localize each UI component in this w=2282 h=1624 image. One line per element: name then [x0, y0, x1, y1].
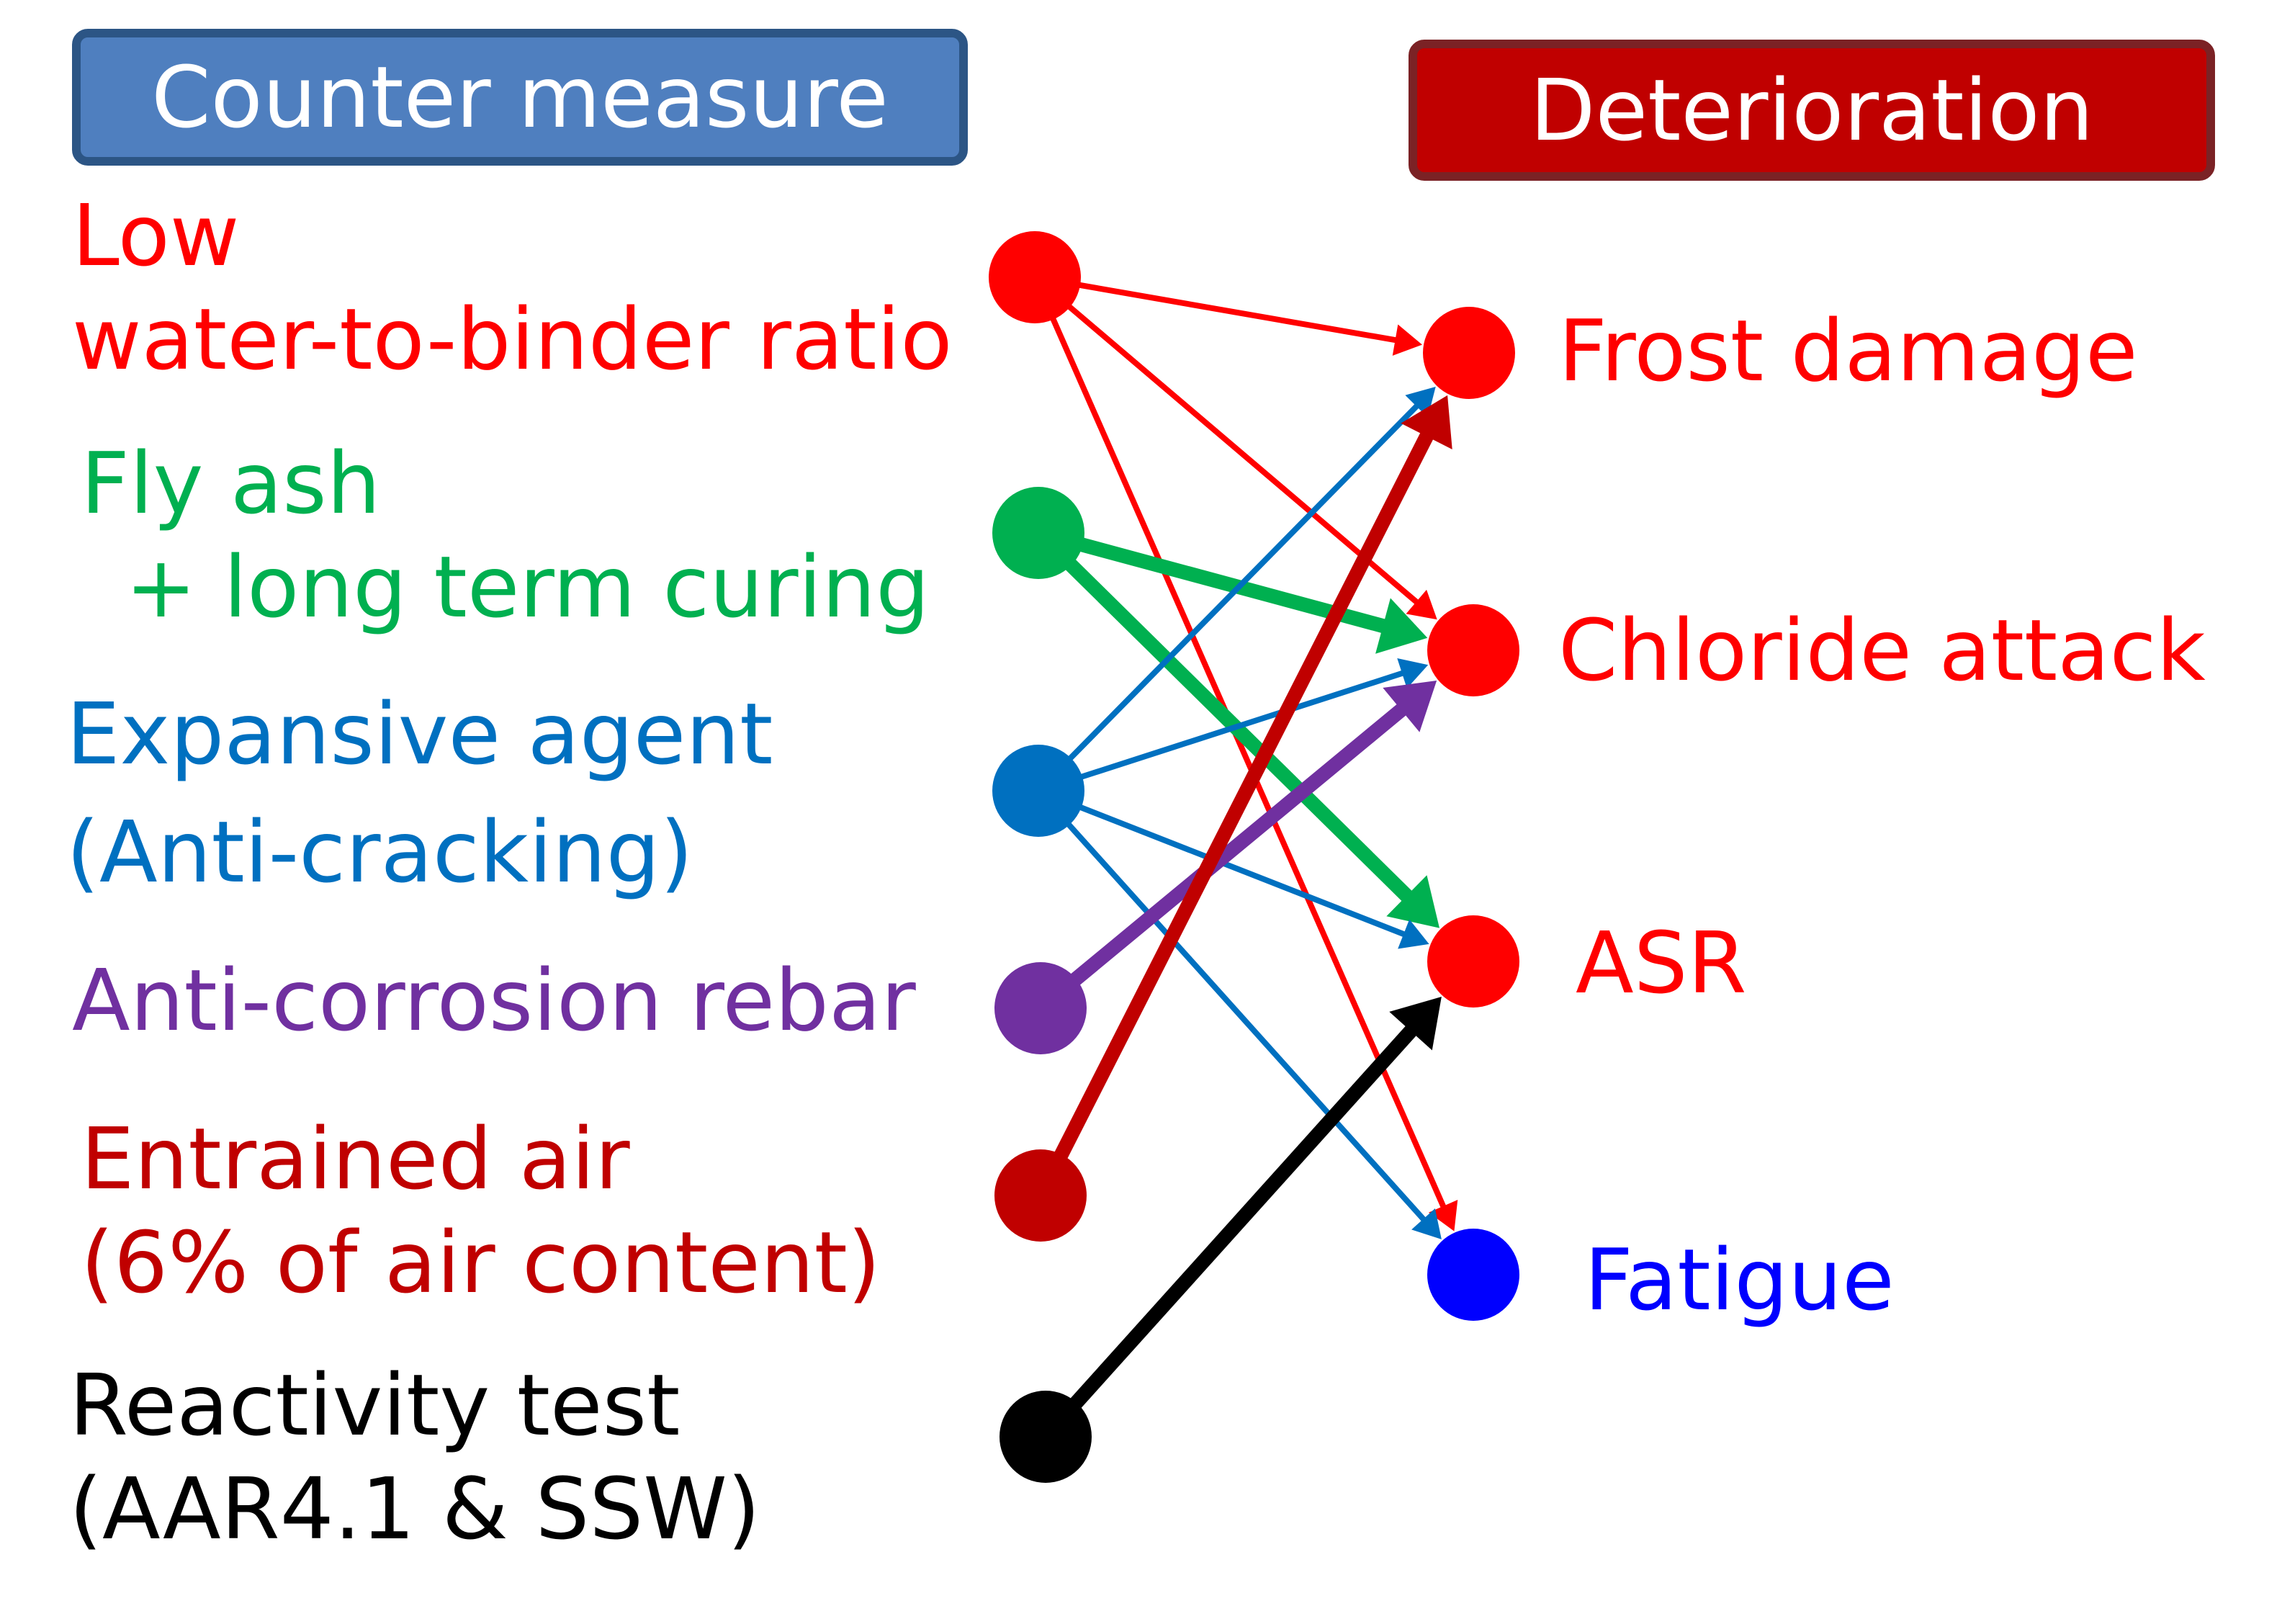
link-line — [1036, 402, 1421, 793]
countermeasure-label-entrained-air: Entrained air (6% of air content) — [81, 1116, 881, 1305]
link-reactivity-to-asr — [1040, 997, 1442, 1442]
link-line — [1032, 276, 1447, 1211]
arrowhead — [1428, 1199, 1458, 1232]
link-line — [1034, 430, 1434, 1199]
link-anti-corrosion-to-chloride — [1036, 681, 1437, 1014]
node-asr — [1427, 915, 1519, 1008]
countermeasure-line: Reactivity test — [69, 1355, 680, 1455]
countermeasure-line: (6% of air content) — [81, 1213, 881, 1312]
deterioration-header: Deterioration — [1409, 40, 2215, 181]
countermeasure-line: (AAR4.1 & SSW) — [69, 1459, 760, 1558]
deterioration-label-asr: ASR — [1576, 913, 1747, 1013]
arrowhead — [1386, 875, 1439, 928]
link-low-wb-to-chloride — [1033, 274, 1437, 620]
node-expansive — [992, 745, 1084, 837]
countermeasure-label-low-wb: Low water-to-binder ratio — [72, 193, 953, 382]
link-expansive-to-chloride — [1037, 658, 1429, 794]
arrowhead — [1406, 589, 1437, 620]
arrowhead — [1411, 1208, 1442, 1239]
countermeasure-line: Anti-corrosion rebar — [72, 951, 916, 1050]
arrowhead — [1401, 395, 1452, 450]
node-frost — [1423, 307, 1515, 399]
link-line — [1037, 669, 1406, 794]
countermeasure-line: Expansive agent — [66, 684, 773, 784]
link-fly-ash-to-chloride — [1036, 526, 1428, 654]
link-line — [1036, 526, 1388, 634]
node-chloride — [1427, 604, 1519, 696]
node-fatigue — [1427, 1229, 1519, 1321]
countermeasure-line: Low — [72, 186, 240, 285]
link-expansive-to-fatigue — [1036, 789, 1442, 1239]
deterioration-header-label: Deterioration — [1529, 60, 2094, 160]
deterioration-label-frost: Frost damage — [1558, 301, 2138, 400]
link-low-wb-to-frost — [1034, 274, 1422, 356]
link-line — [1036, 702, 1409, 1014]
countermeasure-line: water-to-binder ratio — [72, 290, 953, 389]
countermeasure-line: Entrained air — [81, 1109, 630, 1208]
link-entrained-air-to-frost — [1034, 395, 1452, 1199]
link-line — [1040, 1023, 1419, 1442]
arrowhead — [1392, 324, 1422, 356]
arrowhead — [1389, 997, 1442, 1051]
link-line — [1033, 527, 1414, 903]
link-line — [1034, 274, 1399, 344]
link-fly-ash-to-asr — [1033, 527, 1439, 928]
countermeasure-label-anti-corrosion: Anti-corrosion rebar — [72, 958, 916, 1043]
node-low-wb — [989, 231, 1081, 323]
arrowhead — [1398, 919, 1429, 949]
countermeasure-header: Counter measure — [72, 29, 968, 166]
countermeasure-line: Fly ash — [81, 434, 381, 533]
deterioration-label-fatigue: Fatigue — [1584, 1230, 1895, 1329]
arrowhead — [1383, 681, 1437, 732]
link-low-wb-to-fatigue — [1032, 276, 1458, 1232]
countermeasure-line: + long term curing — [125, 537, 930, 637]
countermeasure-label-expansive: Expansive agent (Anti-cracking) — [66, 691, 773, 894]
node-fly-ash — [992, 487, 1084, 579]
arrowhead — [1375, 598, 1428, 654]
node-reactivity — [1000, 1391, 1092, 1483]
arrowhead — [1397, 658, 1429, 688]
deterioration-label-chloride: Chloride attack — [1558, 601, 2206, 700]
countermeasure-header-label: Counter measure — [151, 48, 889, 147]
countermeasure-label-fly-ash: Fly ash + long term curing — [81, 441, 930, 629]
node-anti-corrosion — [994, 962, 1087, 1054]
link-line — [1036, 789, 1428, 1224]
link-line — [1033, 274, 1421, 606]
node-entrained-air — [994, 1149, 1087, 1242]
countermeasure-line: (Anti-cracking) — [66, 802, 693, 902]
countermeasure-label-reactivity: Reactivity test (AAR4.1 & SSW) — [69, 1363, 760, 1551]
